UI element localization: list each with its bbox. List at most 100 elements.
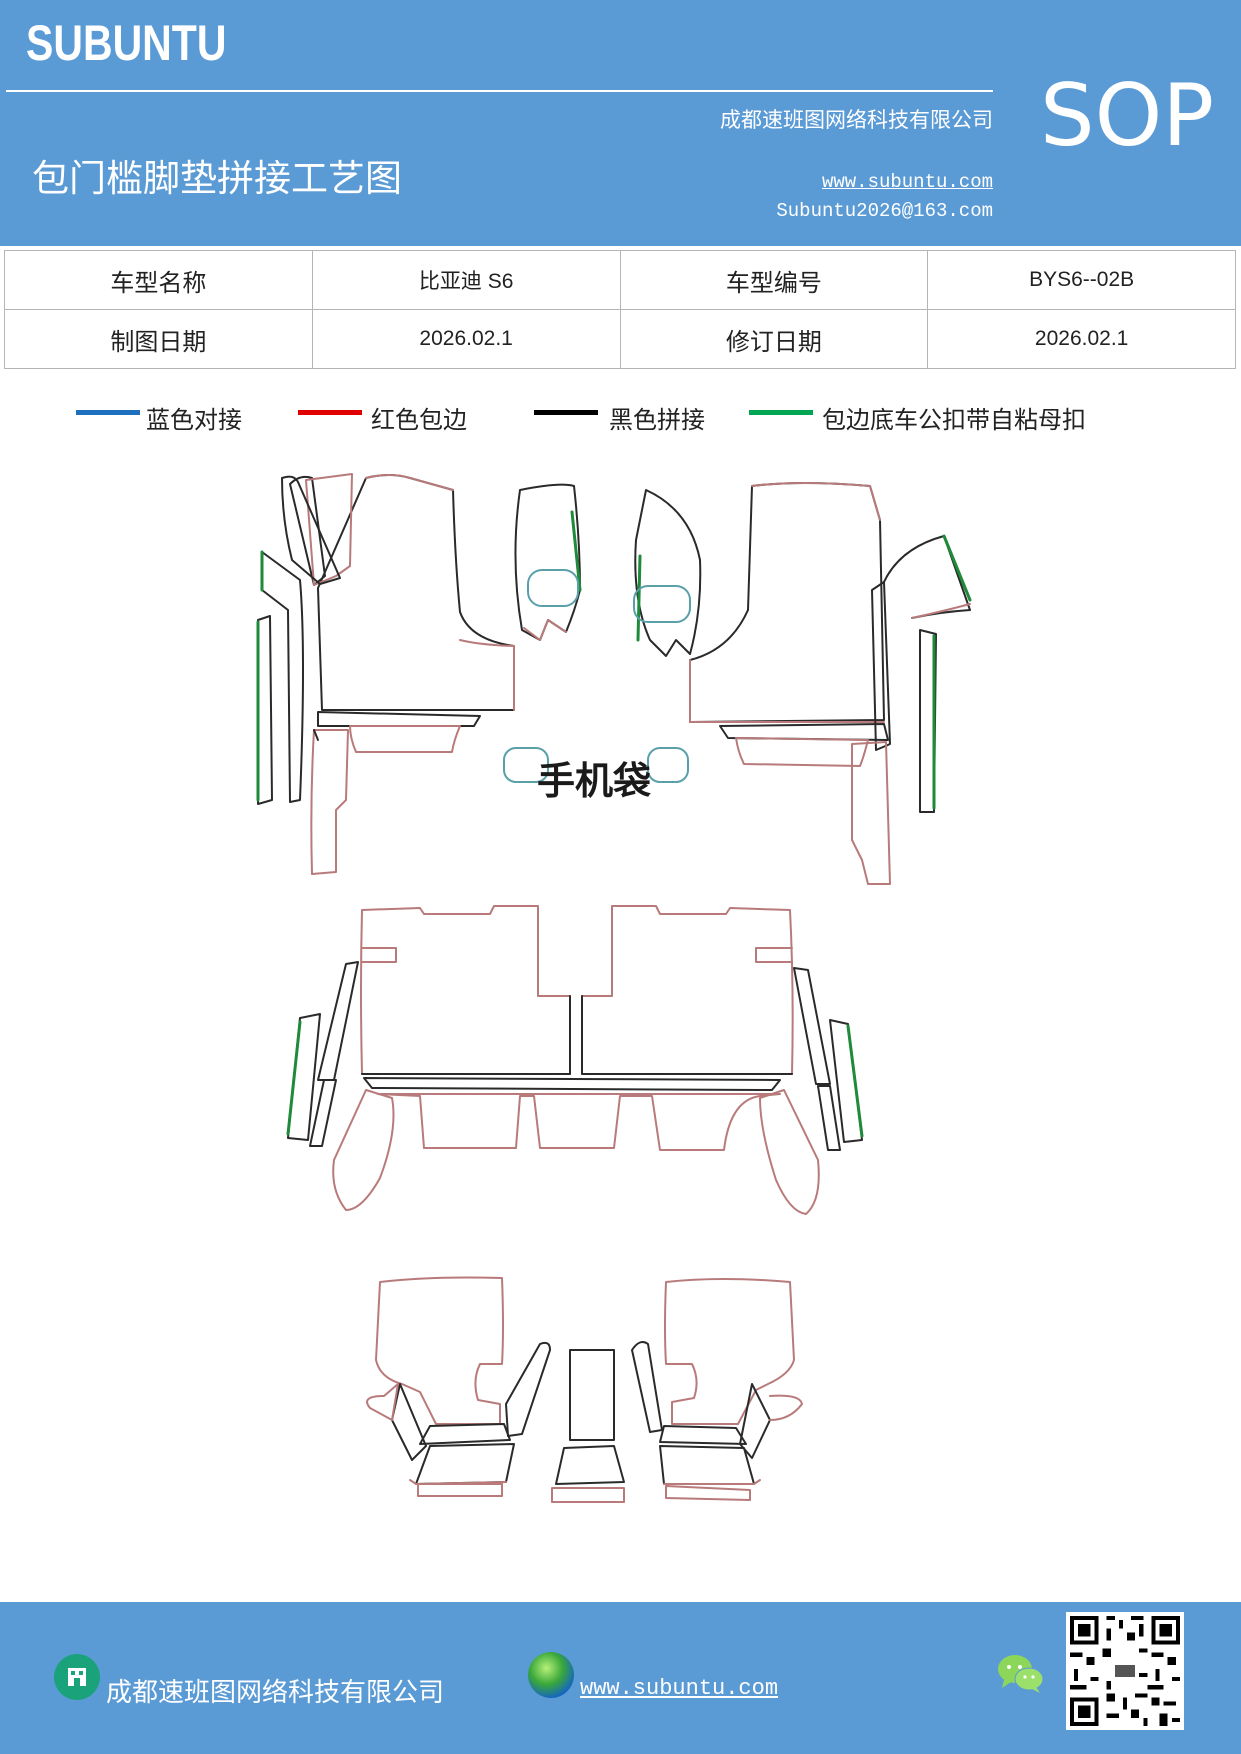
third-row-left-wing-red [366,1383,399,1421]
second-row-right-side-strip [793,967,831,1085]
sop-badge: SOP [1040,66,1215,166]
second-row-left-tab [361,947,397,963]
third-row-right-wing [739,1383,771,1459]
phone-pocket-label: 手机袋 [537,759,651,803]
footer-company: 成都速班图网络科技有限公司 [106,1678,445,1708]
third-row-left-seat-base [419,1423,511,1445]
value-draw-date: 2026.02.1 [311,309,621,369]
phone-pocket-left [503,747,549,783]
third-row-left-lower-red [409,1479,507,1485]
front-left-main-mat [317,474,515,711]
front-left-mat-group [256,473,515,875]
legend-swatch-red [298,410,362,415]
third-row-right-wing-red [769,1394,803,1421]
front-left-sill-tab [349,725,461,753]
third-row-right-side [631,1341,663,1433]
third-row-left-strip [417,1483,503,1497]
label-draw-date: 制图日期 [4,309,313,369]
front-left-door-group [514,483,582,641]
front-left-lower-strip [310,729,349,875]
second-row-right-mat [581,905,794,1075]
third-row-left-lower [415,1443,515,1485]
table-row: 车型名称 比亚迪 S6 车型编号 BYS6--02B [4,250,1236,310]
front-left-sill-bar [317,711,481,727]
front-right-main-mat [689,482,885,723]
front-right-sill-bar [719,723,889,741]
footer-banner: 成都速班图网络科技有限公司 www.subuntu.com [0,1602,1241,1754]
third-row-right-lower-red [663,1479,761,1485]
label-model-name: 车型名称 [4,250,313,310]
label-model-code: 车型编号 [619,250,929,310]
value-revision-date: 2026.02.1 [927,309,1236,369]
legend-label-blue: 蓝色对接 [146,406,242,434]
third-row-right-seat-base [659,1425,747,1445]
legend: 蓝色对接 红色包边 黑色拼接 包边底车公扣带自粘母扣 [0,400,1241,440]
third-row-right-strip [665,1485,751,1501]
header-divider [6,90,993,92]
brand-logo: SUBUNTU [26,15,227,71]
front-left-lower-strip-black [313,729,319,741]
second-row-right-outer-strip [829,1019,863,1143]
front-left-upper-piece-edge [305,473,353,586]
front-right-upper-curve [883,535,971,619]
second-row-right-tab [755,947,793,963]
third-row-group [366,1276,803,1503]
front-left-main-mat-edge [365,474,454,491]
header-url-link[interactable]: www.subuntu.com [821,171,993,193]
wechat-icon[interactable] [996,1652,1046,1696]
front-left-door-panel [514,483,581,641]
front-right-door-pocket [633,585,691,623]
legend-label-green: 包边底车公扣带自粘母扣 [822,406,1086,434]
label-revision-date: 修订日期 [619,309,929,369]
globe-icon [528,1652,574,1698]
building-icon [54,1654,100,1700]
third-row-center-top [569,1349,615,1441]
front-right-upper-red [911,603,971,619]
front-left-upper-piece [289,475,326,586]
table-row: 制图日期 2026.02.1 修订日期 2026.02.1 [4,309,1236,369]
footer-url-link[interactable]: www.subuntu.com [580,1676,779,1701]
header-company: 成都速班图网络科技有限公司 [720,108,993,132]
front-left-side-strip [261,551,304,803]
vehicle-info-table: 车型名称 比亚迪 S6 车型编号 BYS6--02B 制图日期 2026.02.… [4,250,1236,369]
legend-swatch-green [749,410,813,415]
front-left-corner-piece [281,475,341,585]
second-row-left-flap [332,1089,395,1211]
header-banner: SUBUNTU 成都速班图网络科技有限公司 包门槛脚垫拼接工艺图 www.sub… [0,0,1241,246]
second-row-left-green [286,1020,302,1136]
qr-code[interactable] [1066,1612,1184,1730]
front-right-lower-strip [851,741,891,885]
legend-swatch-black [534,410,598,415]
front-right-mat-group [689,482,972,885]
second-row-right-flap [759,1089,820,1215]
front-right-side-strip [871,581,891,751]
second-row-left-side-strip [317,961,359,1081]
second-row-group [286,905,864,1215]
front-left-outer-strip [257,615,273,805]
floor-mat-diagram: 手机袋 [256,473,972,1503]
front-right-upper-green [942,534,972,602]
header-email[interactable]: Subuntu2026@163.com [776,200,993,222]
second-row-right-green [846,1024,864,1138]
front-left-door-red [523,619,567,641]
phone-pocket-right [647,747,689,783]
legend-label-red: 红色包边 [371,406,467,434]
front-right-main-mat-edge [689,659,885,723]
value-model-name: 比亚迪 S6 [311,250,621,310]
legend-label-black: 黑色拼接 [609,406,705,434]
front-right-door-green [636,554,642,642]
second-row-left-mat [360,905,571,1075]
front-right-door-panel [634,489,702,657]
third-row-center-mid [555,1445,625,1485]
front-right-main-mat-edge [751,482,881,521]
front-right-door-group [633,489,702,657]
front-left-main-mat-edge [459,639,515,711]
third-row-left-mat [375,1276,504,1425]
third-row-center-bottom [551,1487,625,1503]
front-left-door-green [570,510,582,592]
legend-swatch-blue [76,410,140,415]
second-row-under-piece [377,1093,781,1151]
front-left-door-pocket [527,569,579,607]
second-row-left-strip-b [309,1079,337,1147]
third-row-right-mat [664,1278,795,1425]
